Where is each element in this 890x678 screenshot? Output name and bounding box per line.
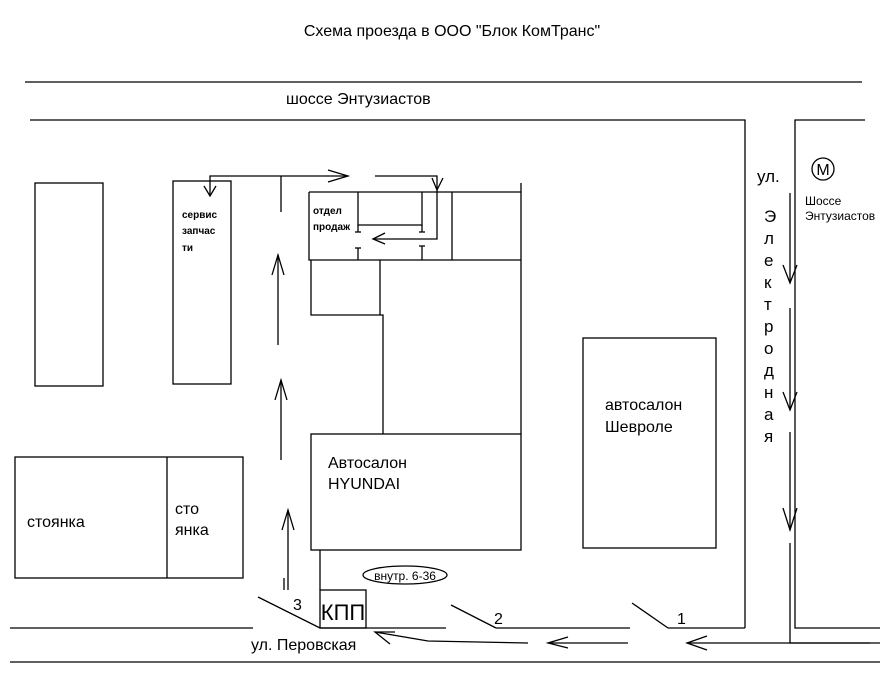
metro-station-line1: Шоссе [805,194,842,208]
road-lines [10,81,880,663]
svg-text:янка: янка [175,522,209,539]
road-label-bottom: ул. Перовская [251,637,356,654]
svg-text:продаж: продаж [313,222,351,233]
road-letter: к [764,273,772,292]
building-service: сервис запчас ти [172,180,232,385]
road-letter: т [764,295,772,314]
svg-text:М: М [816,162,829,179]
svg-text:Шевроле: Шевроле [605,419,673,436]
svg-text:HYUNDAI: HYUNDAI [328,476,400,493]
building-left [34,182,104,387]
parking: стоянка сто янка [14,456,244,579]
road-letter: а [764,405,774,424]
road-letter: о [764,339,773,358]
road-letter: л [764,229,774,248]
building-chevrolet: автосалон Шевроле [582,337,717,549]
svg-text:ти: ти [182,243,193,254]
svg-text:Автосалон: Автосалон [328,455,407,472]
metro-station-line2: Энтузиастов [805,209,875,223]
map-title: Схема проезда в ООО "Блок КомТранс" [304,23,600,40]
road-label-right-prefix: ул. [757,167,780,186]
svg-text:автосалон: автосалон [605,397,682,414]
road-label-right: Э л е к т р о д н а я [764,207,776,446]
road-letter: я [764,427,773,446]
gate-2-label: 2 [494,611,503,628]
metro-icon: М [811,157,835,181]
svg-text:отдел: отдел [313,206,342,217]
phone-extension-badge: внутр. 6-36 [362,565,448,585]
svg-text:сто: сто [175,501,199,518]
road-label-top: шоссе Энтузиастов [286,91,431,108]
gate-3-label: 3 [293,597,302,614]
road-letter: Э [764,207,776,226]
checkpoint: КПП [283,550,367,629]
svg-text:сервис: сервис [182,210,218,221]
gate-1-label: 1 [677,611,686,628]
svg-text:запчас: запчас [182,226,216,237]
svg-text:внутр. 6-36: внутр. 6-36 [374,569,436,583]
road-letter: р [764,317,773,336]
road-letter: д [764,361,774,380]
road-letter: е [764,251,773,270]
building-hyundai: Автосалон HYUNDAI [310,260,522,551]
route-arrows [203,169,880,651]
svg-text:стоянка: стоянка [27,514,85,531]
svg-text:КПП: КПП [321,600,365,625]
building-sales: отдел продаж [308,183,522,434]
road-letter: н [764,383,773,402]
